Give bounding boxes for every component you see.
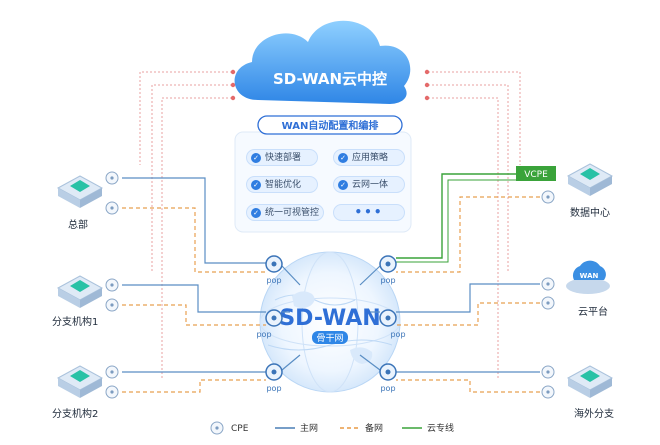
- backup-net-lines: [122, 196, 540, 393]
- feature-pill: ✓ 快速部署: [246, 149, 318, 166]
- pop-node-right-bottom: pop: [379, 363, 397, 393]
- control-line-hq: [139, 71, 232, 165]
- main-net-lines: [122, 177, 540, 373]
- cloud-badge-text: WAN: [580, 272, 599, 280]
- legend-backup-label: 备网: [365, 422, 383, 434]
- pop-node-left-bottom: pop: [265, 363, 283, 393]
- control-dots: [230, 69, 430, 101]
- check-icon: ✓: [338, 153, 348, 163]
- control-line-dc: [428, 71, 521, 165]
- feature-pill: ✓ 智能优化: [246, 176, 318, 193]
- site-label-hq: 总部: [68, 220, 88, 231]
- site-label-branch1: 分支机构1: [52, 317, 99, 328]
- check-icon: ✓: [251, 153, 261, 163]
- cloud-platform-icon: WAN: [566, 260, 610, 294]
- backbone-subtitle: 骨干网: [316, 333, 343, 344]
- vcpe-tag: [516, 166, 556, 181]
- backup-line-branch1: [122, 304, 266, 326]
- site-label-cloud: 云平台: [578, 307, 608, 318]
- server-icon: [56, 365, 104, 398]
- server-icon: [56, 175, 104, 208]
- cloud-controller: SD-WAN云中控: [234, 20, 411, 104]
- dedicated-line: [396, 173, 520, 263]
- backup-line-branch2: [122, 379, 266, 393]
- feature-pill: ✓ 云网一体: [333, 176, 405, 193]
- pop-label: pop: [256, 330, 271, 339]
- pop-node-left-mid: pop: [256, 309, 283, 339]
- legend: CPE 主网 备网 云专线: [210, 421, 454, 435]
- backup-line-overseas: [396, 379, 540, 393]
- main-line-hq: [122, 177, 266, 264]
- legend-main-label: 主网: [300, 422, 318, 434]
- feature-label: 云网一体: [352, 180, 389, 190]
- backup-line-hq: [122, 207, 266, 273]
- backup-line-dc: [396, 196, 540, 273]
- site-devices: WAN: [56, 163, 614, 398]
- control-line-overseas: [428, 97, 499, 378]
- feature-label: 应用策略: [352, 153, 389, 163]
- site-label-overseas: 海外分支: [574, 409, 614, 420]
- more-dots: •••: [354, 205, 384, 219]
- server-icon: [566, 163, 614, 196]
- feature-label: 智能优化: [265, 180, 302, 190]
- check-icon: ✓: [251, 208, 261, 218]
- legend-cpe-label: CPE: [231, 424, 249, 434]
- main-line-branch1: [122, 284, 266, 313]
- feature-pill-more: •••: [333, 204, 405, 221]
- feature-label: 统一可视管控: [265, 208, 320, 218]
- backbone-subtitle-pill: [312, 331, 348, 344]
- pop-nodes: pop pop pop pop pop pop: [256, 255, 406, 393]
- legend-dedicated-label: 云专线: [427, 422, 454, 434]
- feature-pill: ✓ 应用策略: [333, 149, 405, 166]
- cloud-title: SD-WAN云中控: [273, 70, 387, 88]
- feature-label: 快速部署: [265, 153, 302, 163]
- backbone-title: SD-WAN: [279, 306, 380, 331]
- server-icon: [566, 365, 614, 398]
- server-icon: [56, 275, 104, 308]
- check-icon: ✓: [338, 180, 348, 190]
- pop-node-right-top: pop: [379, 255, 397, 285]
- control-line-branch1: [151, 84, 232, 272]
- backup-line-cloud: [396, 302, 540, 326]
- orchestration-title: WAN自动配置和编排: [282, 119, 379, 132]
- site-label-branch2: 分支机构2: [52, 409, 99, 420]
- pop-label: pop: [266, 276, 281, 285]
- vcpe-label: VCPE: [524, 170, 548, 180]
- cpe-node-centers: [110, 176, 550, 394]
- check-icon: ✓: [251, 180, 261, 190]
- pop-label: pop: [380, 276, 395, 285]
- pop-label: pop: [266, 384, 281, 393]
- pop-node-right-mid: pop: [379, 309, 406, 339]
- control-line-branch2: [161, 97, 232, 378]
- main-line-cloud: [396, 283, 540, 313]
- backbone-globe: SD-WAN 骨干网: [259, 251, 401, 393]
- pop-label: pop: [390, 330, 405, 339]
- pop-label: pop: [380, 384, 395, 393]
- pop-node-left-top: pop: [265, 255, 283, 285]
- feature-pill: ✓ 统一可视管控: [246, 204, 324, 221]
- site-label-dc: 数据中心: [570, 208, 610, 219]
- control-line-cloud: [428, 84, 509, 272]
